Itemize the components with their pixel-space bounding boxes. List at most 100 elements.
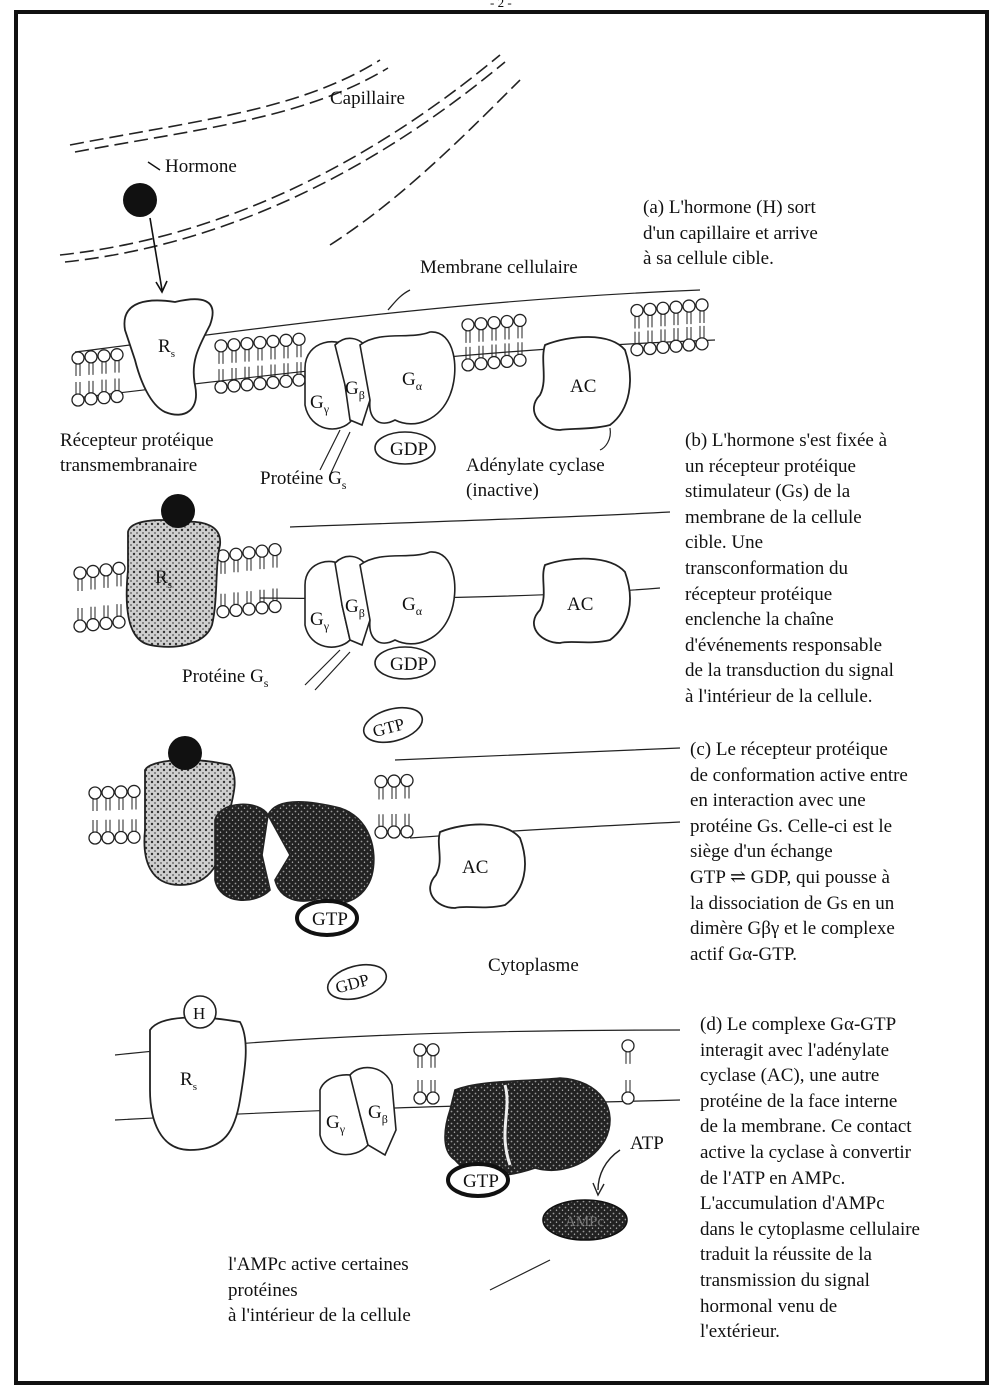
- lipid-tail: [635, 332, 639, 344]
- lipid-head: [657, 341, 669, 353]
- lipid-head: [631, 344, 643, 356]
- lipid-tail: [93, 820, 97, 832]
- lipid-head: [115, 831, 127, 843]
- ampc-label-d: AMPc: [565, 1214, 605, 1230]
- step-c-text: (c) Le récepteur protéique de conformati…: [690, 737, 908, 967]
- lipid-tail: [700, 311, 704, 323]
- gdp-label-b: GDP: [390, 654, 428, 675]
- lipid-head: [74, 567, 86, 579]
- lipid-tail: [661, 314, 665, 326]
- lipid-head: [269, 544, 281, 556]
- lipid-tail: [648, 331, 652, 343]
- lipid-head: [670, 301, 682, 313]
- lipid-head: [128, 785, 140, 797]
- lipid-tail: [479, 330, 483, 342]
- lipid-tail: [379, 788, 383, 800]
- lipid-head: [267, 376, 279, 388]
- lipid-head: [87, 565, 99, 577]
- label-capillaire: Capillaire: [330, 88, 405, 110]
- lipid-head: [89, 832, 101, 844]
- label-proteine-gs-b: Protéine Gs: [182, 666, 268, 694]
- lipid-head: [514, 354, 526, 366]
- lipid-tail: [518, 342, 522, 354]
- label-proteine-gs-a: Protéine Gs: [260, 468, 346, 496]
- lipid-tail: [89, 381, 93, 393]
- lipid-tail: [392, 814, 396, 826]
- lipid-tail: [379, 814, 383, 826]
- lipid-head: [670, 340, 682, 352]
- lipid-head: [228, 380, 240, 392]
- lipid-tail: [106, 820, 110, 832]
- lipid-head: [514, 314, 526, 326]
- ac-label-a: AC: [570, 376, 596, 397]
- lipid-tail: [466, 347, 470, 359]
- lipid-tail: [700, 326, 704, 338]
- lipid-tail: [117, 604, 121, 616]
- lipid-head: [217, 606, 229, 618]
- lipid-tail: [518, 326, 522, 338]
- lipid-tail: [505, 343, 509, 355]
- lipid-head: [375, 776, 387, 788]
- lipid-tail: [418, 1056, 422, 1068]
- lipid-tail: [115, 361, 119, 373]
- lipid-tail: [106, 798, 110, 810]
- label-ampc-note: l'AMPc active certaines protéines à l'in…: [228, 1252, 411, 1329]
- lipid-head: [622, 1040, 634, 1052]
- step-b-text: (b) L'hormone s'est fixée à un récepteur…: [685, 428, 894, 710]
- lipid-tail: [635, 316, 639, 328]
- lipid-head: [72, 394, 84, 406]
- lipid-head: [657, 302, 669, 314]
- lipid-tail: [76, 382, 80, 394]
- lipid-head: [269, 601, 281, 613]
- lipid-head: [388, 826, 400, 838]
- lipid-tail: [661, 329, 665, 341]
- lipid-tail: [132, 819, 136, 831]
- lipid-head: [293, 333, 305, 345]
- lipid-head: [475, 358, 487, 370]
- lipid-head: [72, 352, 84, 364]
- lipid-tail: [271, 347, 275, 359]
- lipid-tail: [232, 368, 236, 380]
- lipid-tail: [221, 562, 225, 574]
- lipid-head: [89, 787, 101, 799]
- lipid-tail: [89, 363, 93, 375]
- lipid-tail: [93, 799, 97, 811]
- lipid-tail: [102, 380, 106, 392]
- lipid-head: [100, 617, 112, 629]
- page-number: - 2 -: [490, 0, 512, 14]
- lipid-tail: [273, 556, 277, 568]
- lipid-head: [501, 355, 513, 367]
- lipid-head: [241, 338, 253, 350]
- lipid-head: [228, 339, 240, 351]
- lipid-head: [267, 335, 279, 347]
- lipid-head: [488, 317, 500, 329]
- lipid-tail: [687, 312, 691, 324]
- lipid-tail: [479, 346, 483, 358]
- step-a-text: (a) L'hormone (H) sort d'un capillaire e…: [643, 195, 818, 272]
- lipid-tail: [505, 328, 509, 340]
- lipid-tail: [104, 605, 108, 617]
- lipid-head: [696, 338, 708, 350]
- lipid-head: [254, 337, 266, 349]
- lipid-head: [87, 619, 99, 631]
- lipid-head: [243, 603, 255, 615]
- label-recepteur-2: transmembranaire: [60, 455, 197, 477]
- lipid-head: [85, 393, 97, 405]
- lipid-head: [256, 545, 268, 557]
- lipid-head: [230, 548, 242, 560]
- lipid-tail: [117, 574, 121, 586]
- lipid-tail: [234, 592, 238, 604]
- lipid-head: [85, 351, 97, 363]
- lipid-tail: [260, 590, 264, 602]
- lipid-head: [241, 379, 253, 391]
- lipid-head: [488, 357, 500, 369]
- lipid-tail: [648, 315, 652, 327]
- lipid-tail: [466, 331, 470, 343]
- lipid-tail: [234, 560, 238, 572]
- label-adenylate-1: Adénylate cyclase: [466, 455, 605, 477]
- lipid-head: [256, 602, 268, 614]
- lipid-head: [280, 334, 292, 346]
- lipid-tail: [104, 576, 108, 588]
- lipid-tail: [687, 327, 691, 339]
- lipid-tail: [78, 579, 82, 591]
